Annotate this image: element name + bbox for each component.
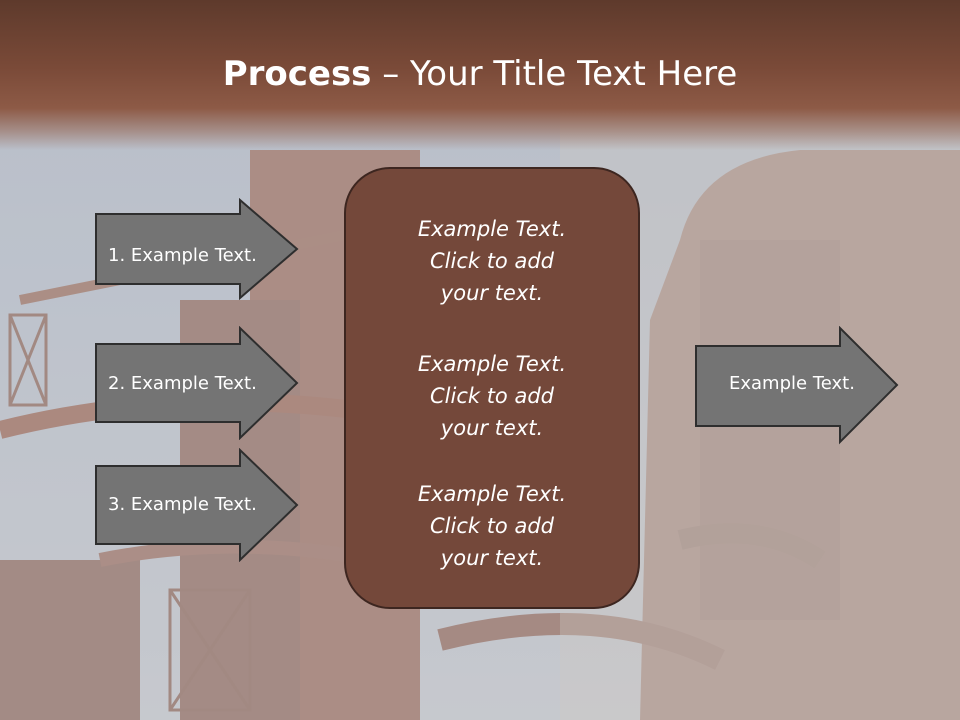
- center-text-block-2: Example Text. Click to add your text.: [346, 348, 638, 444]
- block-line: your text.: [440, 546, 544, 570]
- arrow-label-3: 3. Example Text.: [108, 494, 257, 515]
- block-line: Example Text.: [417, 482, 567, 506]
- block-line: Click to add: [429, 249, 554, 273]
- center-text-box[interactable]: Example Text. Click to add your text. Ex…: [344, 167, 640, 609]
- block-line: your text.: [440, 281, 544, 305]
- center-text-block-3: Example Text. Click to add your text.: [346, 478, 638, 574]
- title-bold: Process: [222, 54, 372, 94]
- arrow-shape-2[interactable]: [94, 326, 300, 440]
- arrow-shape-right[interactable]: [694, 326, 900, 446]
- arrow-label-1: 1. Example Text.: [108, 245, 257, 266]
- block-line: Example Text.: [417, 352, 567, 376]
- block-line: Click to add: [429, 514, 554, 538]
- arrow-label-2: 2. Example Text.: [108, 373, 257, 394]
- center-text-block-1: Example Text. Click to add your text.: [346, 213, 638, 309]
- title-rest: – Your Title Text Here: [371, 54, 738, 94]
- title-bar: [0, 0, 960, 150]
- arrow-label-right: Example Text.: [729, 373, 855, 394]
- arrow-shape-1[interactable]: [94, 198, 300, 300]
- block-line: Click to add: [429, 384, 554, 408]
- block-line: Example Text.: [417, 217, 567, 241]
- block-line: your text.: [440, 416, 544, 440]
- arrow-shape-3[interactable]: [94, 448, 300, 562]
- slide-title[interactable]: Process – Your Title Text Here: [0, 50, 960, 98]
